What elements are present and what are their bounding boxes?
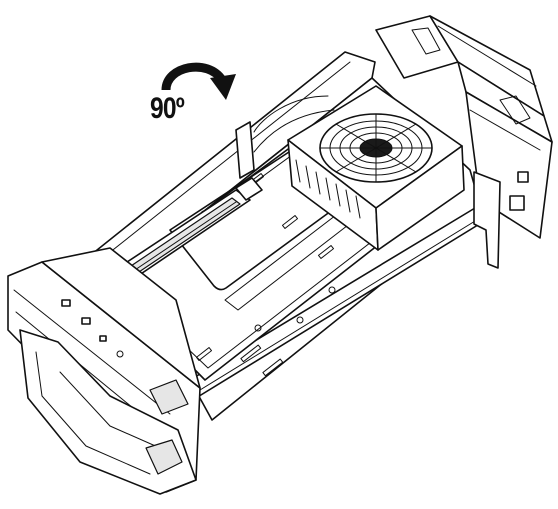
psu-mount-bracket	[375, 15, 553, 269]
psu-fan-icon	[319, 113, 433, 183]
clockwise-arrow-icon	[161, 62, 236, 100]
psu-side-vent	[295, 159, 361, 219]
pcie-riser-slot	[111, 177, 263, 285]
psu-housing	[287, 85, 465, 251]
rear-post	[235, 95, 335, 179]
front-panel-bracket	[7, 247, 201, 495]
rotation-angle-label: 90º	[150, 92, 185, 125]
